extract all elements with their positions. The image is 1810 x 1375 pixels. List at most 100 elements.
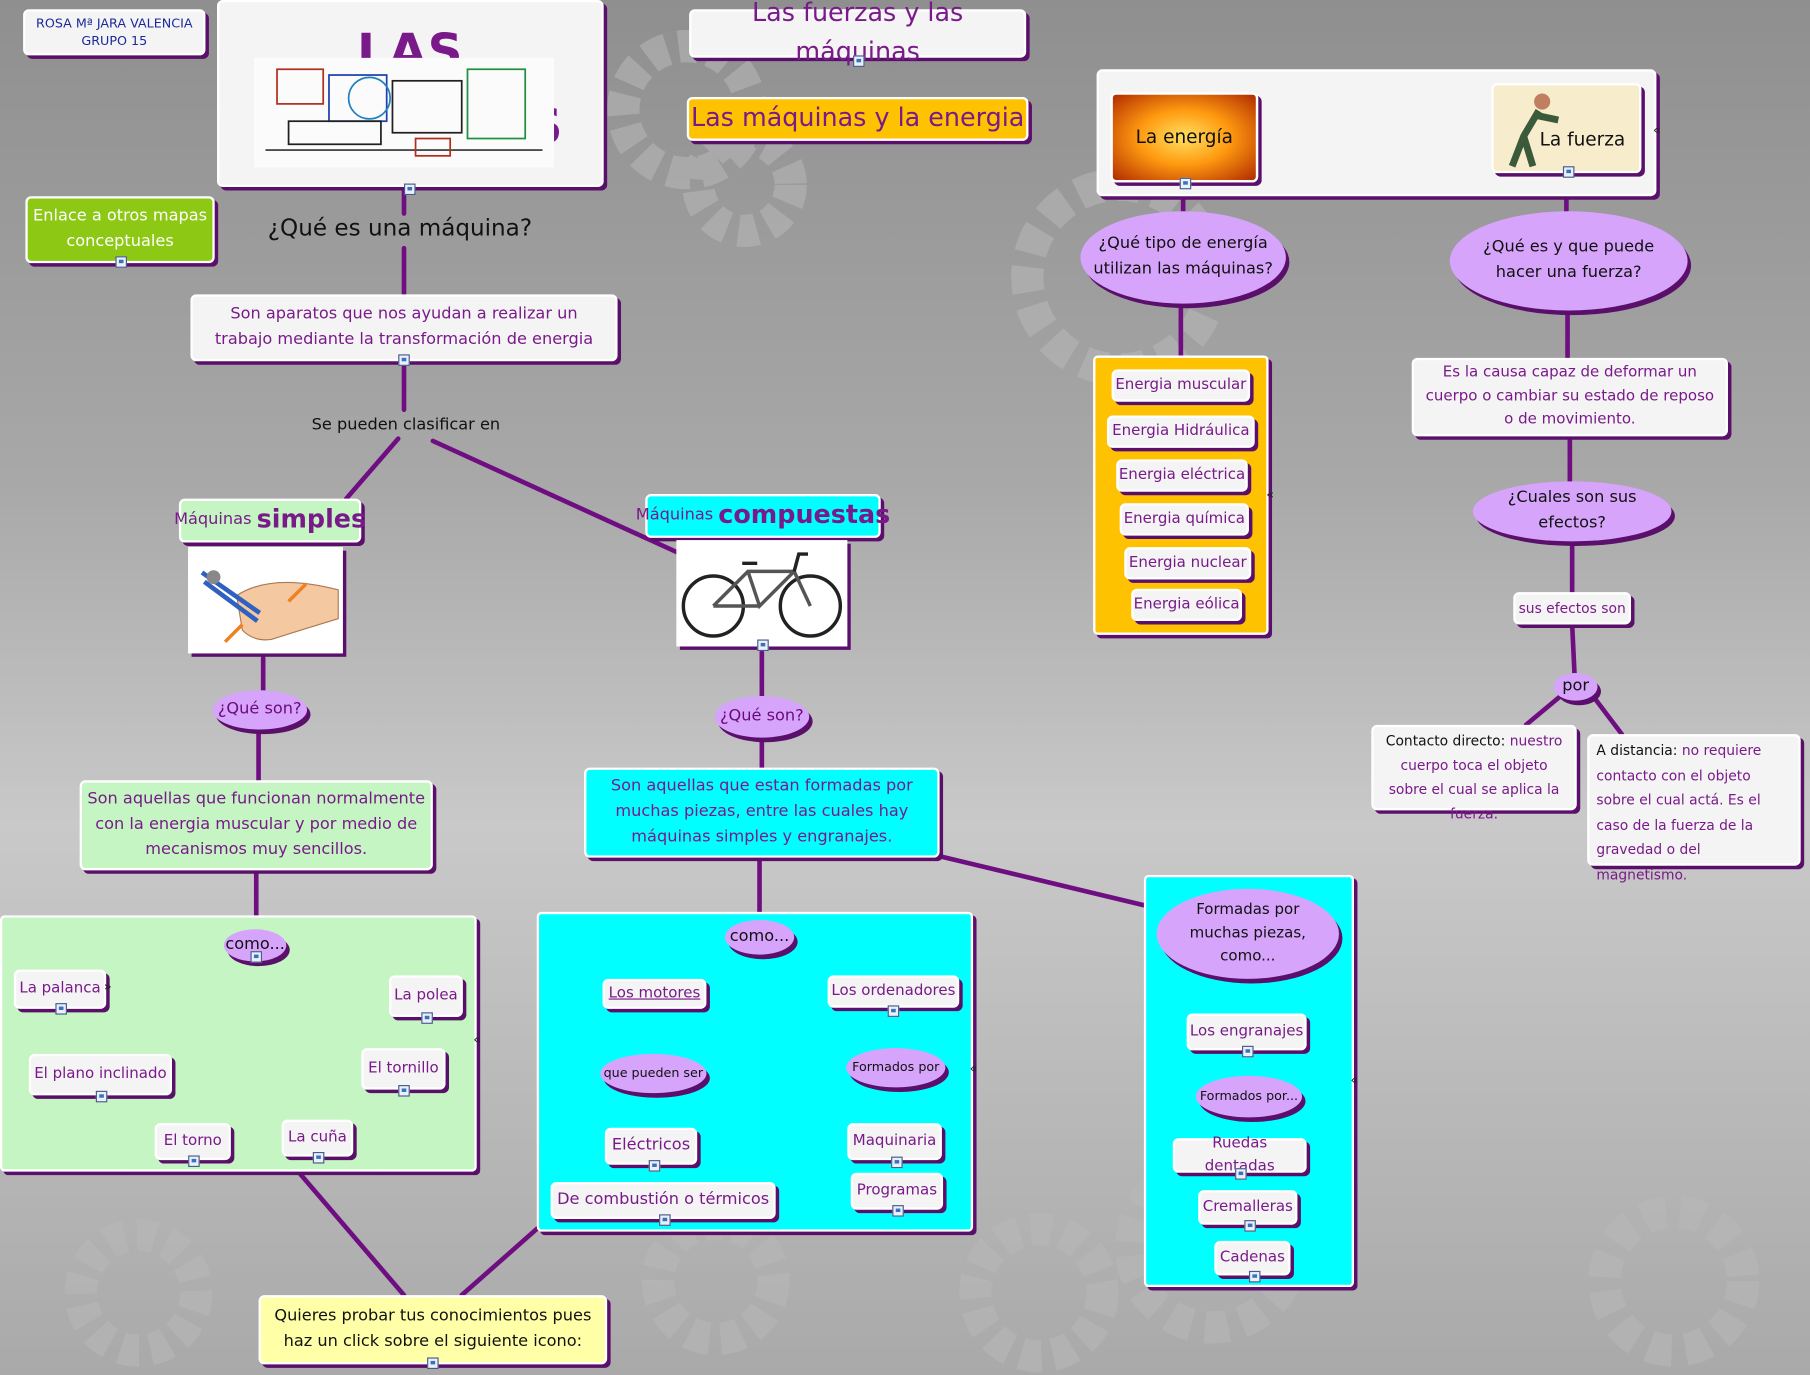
link-icon[interactable] (250, 951, 263, 963)
image-icon[interactable] (398, 1085, 410, 1097)
force-definition-text: Es la causa capaz de deformar un cuerpo … (1425, 363, 1715, 429)
energy-muscular[interactable]: Energia muscular (1111, 369, 1251, 402)
link-maquinas-energia[interactable]: Las máquinas y la energia (686, 96, 1029, 141)
energy-image[interactable]: La energía (1110, 92, 1259, 190)
compound-machines-title: Máquinas compuestas (636, 494, 890, 538)
energy-nuclear[interactable]: Energia nuclear (1124, 547, 1252, 580)
image-icon[interactable] (1235, 1168, 1247, 1180)
link-icon[interactable] (1179, 177, 1192, 190)
simple-definition: Son aquellas que funcionan normalmente c… (79, 780, 433, 871)
energy-quimica[interactable]: Energia química (1119, 503, 1249, 536)
image-icon[interactable] (887, 1005, 900, 1017)
force-direct-text: nuestro cuerpo toca el objeto sobre el c… (1388, 732, 1563, 822)
main-definition-text: Son aparatos que nos ayudan a realizar u… (214, 305, 594, 349)
link-icon[interactable] (398, 354, 410, 366)
simple-item-polea[interactable]: La polea (388, 975, 463, 1024)
force-effects-label-text: sus efectos son (1518, 599, 1626, 617)
simple-title-prefix: Máquinas (174, 510, 252, 529)
simple-item-cuna[interactable]: La cuña (281, 1119, 354, 1164)
energy-eolica[interactable]: Energia eólica (1131, 588, 1243, 622)
link-icon[interactable] (853, 55, 865, 67)
compound-definition-text: Son aquellas que estan formadas por much… (610, 777, 913, 846)
force-image-label: La fuerza (1539, 128, 1626, 151)
force-direct-label: Contacto directo: (1385, 732, 1506, 750)
compound-title-prefix: Máquinas (635, 505, 714, 525)
energy-image-label: La energía (1135, 125, 1233, 148)
energy-muscular-label: Energia muscular (1115, 376, 1247, 394)
gear-item-ruedas-label: Ruedas dentadas (1204, 1134, 1275, 1176)
person-pushing-image (1508, 93, 1560, 168)
image-icon[interactable] (892, 1205, 904, 1217)
image-icon[interactable] (1242, 1045, 1254, 1058)
simple-item-torno[interactable]: El torno (154, 1123, 231, 1167)
gear-item-ruedas[interactable]: Ruedas dentadas (1172, 1135, 1307, 1180)
motor-electric[interactable]: Eléctricos (604, 1127, 698, 1172)
link-icon[interactable] (1562, 166, 1575, 178)
title-box: LAS MÁQUINAS (217, 0, 604, 196)
collapse-icon[interactable]: « (473, 1031, 482, 1047)
link-icon[interactable] (757, 639, 769, 652)
motores-label: Los motores (608, 984, 701, 1002)
motores-node[interactable]: Los motores (602, 978, 707, 1009)
energy-hidraulica[interactable]: Energia Hidráulica (1106, 415, 1255, 448)
gear-item-cremalleras[interactable]: Cremalleras (1198, 1190, 1298, 1232)
compound-como: como... (724, 919, 795, 955)
computer-hardware[interactable]: Maquinaria (847, 1123, 942, 1169)
quiz-text: Quieres probar tus conocimientos pues ha… (274, 1307, 592, 1351)
motores-kind: que pueden ser (600, 1053, 707, 1094)
simple-item-palanca[interactable]: La palanca (13, 969, 107, 1015)
simple-question: ¿Qué son? (212, 690, 308, 730)
image-icon[interactable] (891, 1156, 903, 1169)
force-image[interactable]: La fuerza (1491, 83, 1642, 178)
image-icon[interactable] (188, 1155, 200, 1167)
computers-node[interactable]: Los ordenadores (827, 975, 960, 1017)
image-icon[interactable] (312, 1151, 325, 1164)
simple-como-text: como... (225, 935, 285, 954)
force-por: por (1553, 672, 1598, 701)
image-icon[interactable] (55, 1003, 67, 1015)
link-other-maps[interactable]: Enlace a otros mapas conceptuales (25, 196, 215, 268)
image-icon[interactable] (648, 1160, 661, 1172)
collapse-icon[interactable]: « (1266, 487, 1275, 503)
image-icon[interactable] (421, 1012, 433, 1024)
simple-item-tornillo[interactable]: El tornillo (361, 1048, 446, 1097)
quiz-box[interactable]: Quieres probar tus conocimientos pues ha… (258, 1295, 608, 1369)
link-fuerzas-maquinas[interactable]: Las fuerzas y las máquinas (689, 0, 1027, 67)
simple-item-polea-label: La polea (394, 986, 458, 1005)
link-icon[interactable] (427, 1357, 439, 1369)
image-icon[interactable] (1244, 1220, 1256, 1232)
computer-software-label: Programas (856, 1181, 938, 1200)
main-question: ¿Qué es una máquina? (267, 213, 533, 242)
motor-electric-label: Eléctricos (611, 1136, 691, 1155)
computers-formed: Formados por (846, 1048, 946, 1088)
collapse-icon[interactable]: « (1350, 1072, 1359, 1088)
compound-question-text: ¿Qué son? (719, 706, 804, 726)
expand-icon[interactable]: » (103, 978, 112, 994)
link-icon[interactable] (115, 256, 127, 268)
gears-node[interactable]: Los engranajes (1186, 1013, 1307, 1058)
force-distance-text: no requiere contacto con el objeto sobre… (1596, 742, 1762, 884)
energy-nuclear-label: Energia nuclear (1128, 553, 1247, 572)
image-icon[interactable] (1248, 1270, 1261, 1283)
motor-combustion[interactable]: De combustión o térmicos (550, 1182, 776, 1226)
force-direct-contact: Contacto directo: nuestro cuerpo toca el… (1371, 724, 1577, 822)
compound-question: ¿Qué son? (714, 696, 810, 738)
energy-electrica[interactable]: Energia eléctrica (1116, 459, 1248, 492)
image-icon[interactable] (95, 1090, 108, 1103)
collapse-icon[interactable]: « (1652, 122, 1661, 138)
simple-item-plano[interactable]: El plano inclinado (28, 1053, 172, 1103)
energy-eolica-label: Energia eólica (1133, 595, 1240, 613)
simple-item-palanca-label: La palanca (19, 979, 101, 998)
simple-question-text: ¿Qué son? (217, 699, 302, 719)
collapse-icon[interactable]: « (969, 1060, 978, 1076)
computer-software[interactable]: Programas (850, 1172, 944, 1217)
force-question-text: ¿Qué es y que puede hacer una fuerza? (1483, 238, 1655, 282)
energy-electrica-label: Energia eléctrica (1118, 466, 1246, 484)
gear-item-cremalleras-label: Cremalleras (1202, 1198, 1293, 1216)
link-icon[interactable] (404, 183, 416, 196)
force-distance: A distancia: no requiere contacto con el… (1587, 734, 1801, 883)
gears-label: Los engranajes (1189, 1022, 1304, 1040)
image-icon[interactable] (659, 1214, 671, 1226)
gear-item-cadenas[interactable]: Cadenas (1214, 1240, 1291, 1283)
